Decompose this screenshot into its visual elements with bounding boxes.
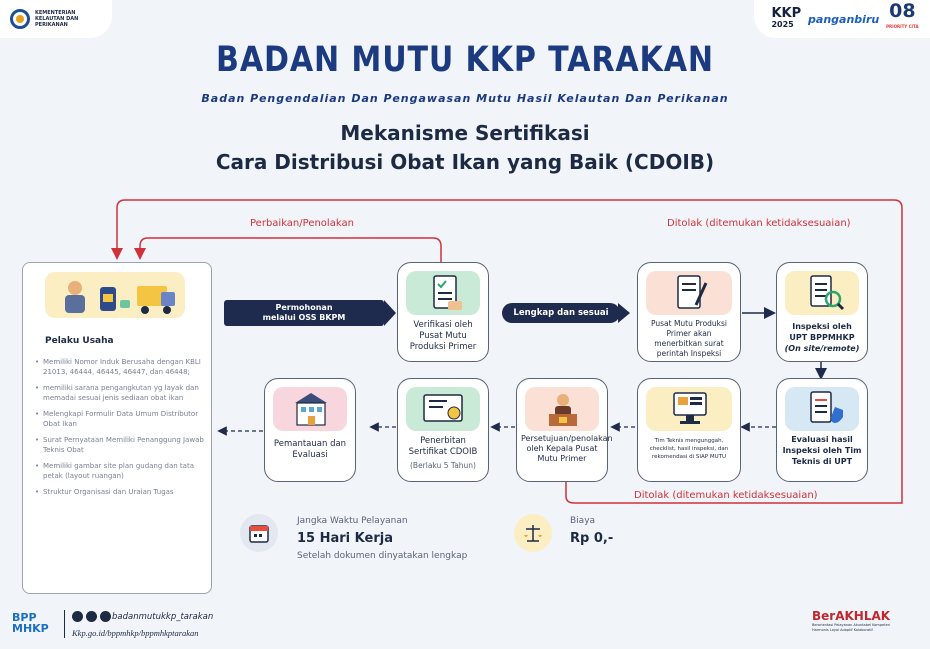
step-pusat-mutu: Pusat Mutu Produksi Primer akan menerbit… (637, 262, 741, 362)
document-title-line1: Mekanisme Sertifikasi (340, 121, 590, 145)
permohonan-arrow-icon (384, 300, 396, 326)
loop-perbaikan (134, 237, 442, 262)
inspection-clipboard-icon (785, 271, 859, 315)
lengkap-banner: Lengkap dan sesuai (502, 303, 620, 323)
cost-scale-icon (514, 514, 552, 552)
list-item: Surat Pernyataan Memiliki Penanggung Jaw… (35, 436, 205, 455)
certificate-icon (406, 387, 480, 431)
ministry-logo: KEMENTERIAN KELAUTAN DAN PERIKANAN (0, 0, 112, 38)
panganbiru-logo: panganbiru (808, 12, 880, 26)
lengkap-arrow-icon (618, 303, 630, 323)
list-item: Struktur Organisasi dan Uraian Tugas (35, 488, 205, 498)
calendar-icon (240, 514, 278, 552)
step-evaluasi: Evaluasi hasil Inspeksi oleh Tim Teknis … (776, 378, 868, 482)
pelaku-usaha-card: Pelaku Usaha Memiliki Nomor Induk Berusa… (22, 262, 212, 594)
facebook-icon[interactable] (86, 611, 97, 622)
pusat-mutu-label: Pusat Mutu Produksi Primer akan menerbit… (650, 319, 728, 358)
document-pen-icon (646, 271, 732, 315)
document-title: Mekanisme Sertifikasi Cara Distribusi Ob… (0, 119, 930, 177)
requirements-list: Memiliki Nomor Induk Berusaha dengan KBL… (35, 358, 205, 505)
list-item: Memiliki Nomor Induk Berusaha dengan KBL… (35, 358, 205, 377)
youtube-icon[interactable] (72, 611, 83, 622)
list-item: Melengkapi Formulir Data Umum Distributo… (35, 410, 205, 429)
step-pemantauan: Pemantauan dan Evaluasi (264, 378, 356, 482)
step-inspeksi: Inspeksi oleh UPT BPPMHKP (On site/remot… (776, 262, 868, 362)
label-ditolak-bottom: Ditolak (ditemukan ketidaksesuaian) (634, 490, 818, 501)
social-icons (72, 611, 111, 622)
bppmhkp-logo: BPP MHKP (12, 611, 49, 635)
loop-ditolak-top (111, 199, 903, 495)
step-tim-teknis: Tim Teknis mengunggah, checklist, hasil … (637, 378, 741, 482)
kkp-emblem-icon (10, 9, 30, 29)
ministry-name: KEMENTERIAN KELAUTAN DAN PERIKANAN (35, 10, 79, 28)
social-handle[interactable]: badanmutukkp_tarakan (112, 612, 214, 622)
inspeksi-label: Inspeksi oleh UPT BPPMHKP (On site/remot… (784, 322, 860, 353)
cost-label: Biaya (570, 516, 596, 526)
label-perbaikan: Perbaikan/Penolakan (250, 218, 354, 229)
step-persetujuan: Persetujuan/penolakan oleh Kepala Pusat … (516, 378, 613, 482)
step-penerbitan: Penerbitan Sertifikat CDOIB (Berlaku 5 T… (397, 378, 489, 482)
step-verifikasi: Verifikasi oleh Pusat Mutu Produksi Prim… (397, 262, 489, 362)
penerbitan-label: Penerbitan Sertifikat CDOIB (408, 436, 478, 457)
persetujuan-label: Persetujuan/penolakan oleh Kepala Pusat … (521, 434, 613, 463)
list-item: Memiliki gambar site plan gudang dan tat… (35, 462, 205, 481)
service-time-note: Setelah dokumen dinyatakan lengkap (297, 551, 468, 561)
official-podium-icon (525, 387, 599, 431)
building-icon (273, 387, 347, 431)
service-time-value: 15 Hari Kerja (297, 531, 393, 546)
business-illustration-icon (45, 272, 185, 318)
evaluation-shield-icon (785, 387, 859, 431)
main-title: BADAN MUTU KKP TARAKAN (216, 40, 714, 80)
document-title-line2: Cara Distribusi Obat Ikan yang Baik (CDO… (215, 150, 715, 174)
website-url[interactable]: Kkp.go.id/bppmhkp/bppmhkptarakan (72, 628, 199, 638)
permohonan-banner: Permohonan melalui OSS BKPM (224, 300, 384, 326)
berlaku-label: (Berlaku 5 Tahun) (410, 461, 476, 470)
label-ditolak-top: Ditolak (ditemukan ketidaksesuaian) (667, 218, 851, 229)
loop-ditolak-bottom (565, 478, 903, 504)
pelaku-usaha-title: Pelaku Usaha (45, 336, 114, 346)
pemantauan-label: Pemantauan dan Evaluasi (273, 439, 347, 460)
cost-value: Rp 0,- (570, 531, 614, 546)
evaluasi-label: Evaluasi hasil Inspeksi oleh Tim Teknis … (782, 435, 862, 466)
service-time-label: Jangka Waktu Pelayanan (297, 516, 408, 526)
computer-upload-icon (646, 387, 732, 431)
tim-teknis-label: Tim Teknis mengunggah, checklist, hasil … (649, 438, 729, 460)
verifikasi-label: Verifikasi oleh Pusat Mutu Produksi Prim… (409, 320, 477, 352)
checklist-icon (406, 271, 480, 315)
instagram-icon[interactable] (100, 611, 111, 622)
sub-title: Badan Pengendalian Dan Pengawasan Mutu H… (201, 92, 729, 105)
list-item: memiliki sarana pengangkutan yg layak da… (35, 384, 205, 403)
berakhlak-logo: BerAKHLAK Berorientasi Pelayanan Akuntab… (812, 609, 891, 632)
footer-divider (64, 610, 65, 638)
